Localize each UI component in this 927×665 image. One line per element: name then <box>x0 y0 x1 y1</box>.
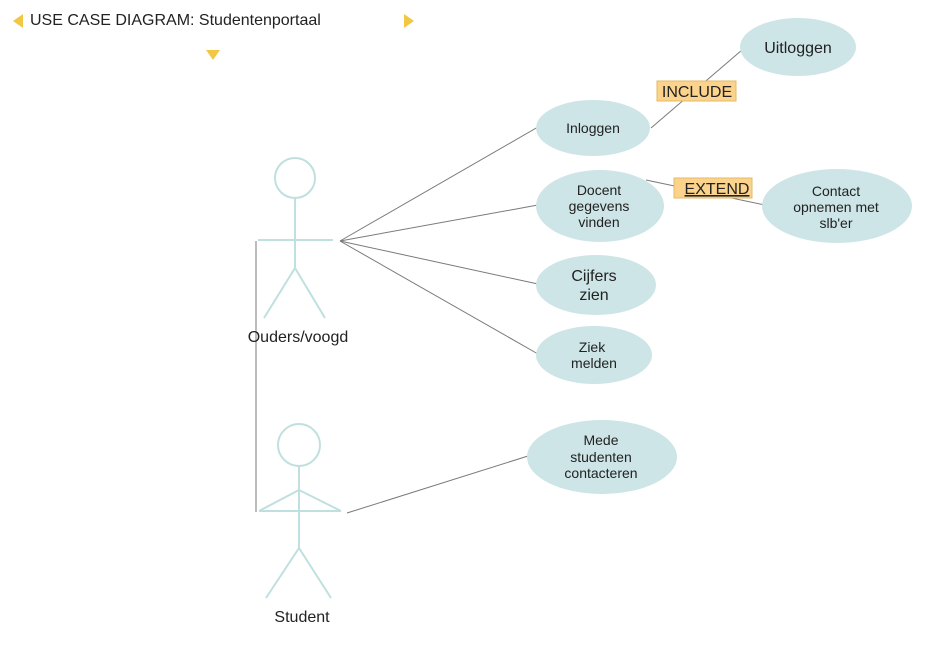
use-case-ellipse <box>536 326 652 384</box>
association-lines <box>255 49 766 514</box>
extend-label-box <box>673 177 753 199</box>
include-label-box <box>656 80 737 102</box>
use-case-ellipse <box>536 100 650 156</box>
actor-leg-left <box>263 267 296 319</box>
use-case-contact-slb[interactable]: Contact opnemen met slb'er <box>762 169 912 243</box>
include-label: INCLUDE <box>662 84 732 101</box>
use-case-label: Uitloggen <box>764 40 832 57</box>
actor-leg-right <box>298 547 332 599</box>
actor-leg-right <box>294 267 326 319</box>
use-case-ellipse <box>536 170 664 242</box>
use-case-label-line-2: zien <box>579 287 608 304</box>
use-case-ellipse <box>536 255 656 315</box>
use-case-inloggen[interactable]: Inloggen <box>536 100 650 156</box>
use-case-ellipse <box>527 420 677 494</box>
use-case-label-line-1: Docent <box>577 182 621 198</box>
line-parent-ziek <box>339 240 539 355</box>
expand-arrow-icon[interactable] <box>206 50 220 60</box>
actor-student-label: Student <box>274 609 330 626</box>
actor-leg-left <box>265 547 300 599</box>
use-case-cijfers-zien[interactable]: Cijfers zien <box>536 255 656 315</box>
actor-arm-tilt-right <box>298 489 342 512</box>
use-case-label: Inloggen <box>566 120 620 136</box>
line-parent-docent <box>339 204 539 242</box>
line-parent-cijfers <box>339 240 539 285</box>
actor-parent-label: Ouders/voogd <box>248 329 349 346</box>
previous-arrow-icon[interactable] <box>13 14 23 28</box>
use-case-label-line-2: opnemen met <box>793 199 879 215</box>
use-case-label-line-1: Mede <box>583 432 618 448</box>
diagram-header: USE CASE DIAGRAM: Studentenportaal <box>10 8 430 34</box>
actor-arm-tilt <box>258 489 300 512</box>
line-student-mede <box>346 455 529 514</box>
include-stereotype[interactable]: INCLUDE <box>656 80 737 102</box>
use-case-label-line-1: Contact <box>812 183 860 199</box>
use-case-label-line-3: contacteren <box>564 465 637 481</box>
extend-stereotype[interactable]: EXTEND <box>673 177 753 199</box>
use-case-label-line-2: melden <box>571 355 617 371</box>
use-case-label-line-3: slb'er <box>819 215 852 231</box>
use-case-docent-gegevens[interactable]: Docent gegevens vinden <box>536 170 664 242</box>
use-case-ziek-melden[interactable]: Ziek melden <box>536 326 652 384</box>
use-case-ellipse <box>762 169 912 243</box>
use-case-label-line-2: studenten <box>570 449 632 465</box>
actor-parent[interactable]: Ouders/voogd <box>248 157 349 346</box>
use-case-ellipse <box>740 18 856 76</box>
use-case-label-line-1: Ziek <box>579 339 606 355</box>
use-case-label-line-3: vinden <box>578 214 619 230</box>
line-parent-inloggen <box>339 126 539 242</box>
actor-student[interactable]: Student <box>258 423 342 626</box>
use-case-mede-studenten[interactable]: Mede studenten contacteren <box>527 420 677 494</box>
use-case-uitloggen[interactable]: Uitloggen <box>740 18 856 76</box>
actor-head <box>274 157 316 199</box>
next-arrow-icon[interactable] <box>404 14 414 28</box>
actor-head <box>277 423 321 467</box>
extend-label: EXTEND <box>685 181 750 198</box>
diagram-title: USE CASE DIAGRAM: Studentenportaal <box>30 12 321 29</box>
use-case-label-line-2: gegevens <box>569 198 630 214</box>
use-case-label-line-1: Cijfers <box>571 268 616 285</box>
